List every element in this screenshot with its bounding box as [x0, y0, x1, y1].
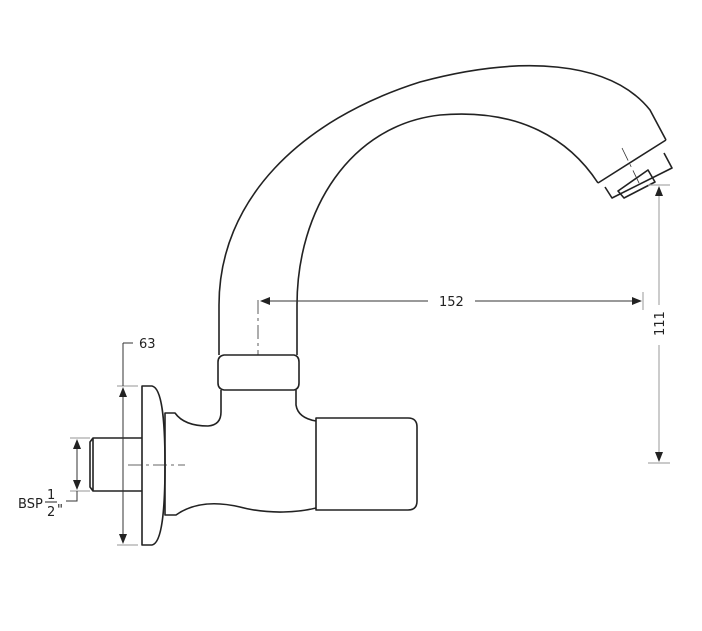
- dimension-thread: BSP 1 2 ": [18, 437, 90, 520]
- dimension-label-111: 111: [653, 311, 668, 336]
- dimension-spout-height: 111: [648, 184, 670, 464]
- thread-unit: ": [57, 503, 63, 518]
- spout-outline: [218, 65, 667, 355]
- dimension-flange-height: 63: [117, 337, 156, 546]
- swivel-collar: [217, 354, 300, 391]
- dimension-label-63: 63: [139, 337, 156, 352]
- thread-label: BSP: [18, 497, 43, 512]
- wall-flange: [141, 385, 166, 546]
- valve-body: [164, 390, 317, 516]
- aerator: [604, 152, 673, 199]
- dimension-label-152: 152: [439, 295, 464, 310]
- thread-fraction-denominator: 2: [47, 505, 55, 520]
- handle: [315, 417, 418, 511]
- thread-fraction-numerator: 1: [47, 488, 55, 503]
- dimension-spout-reach: 152: [260, 292, 644, 310]
- thread-connector: [89, 437, 142, 492]
- aerator-centerline: [621, 147, 641, 186]
